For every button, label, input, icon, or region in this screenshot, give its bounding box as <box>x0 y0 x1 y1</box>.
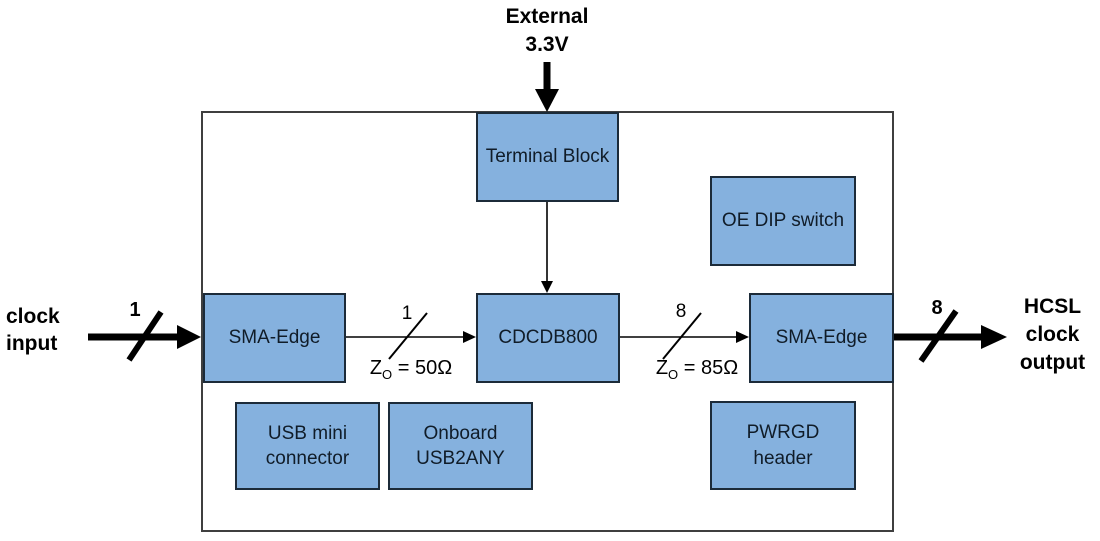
external-supply-arrow <box>535 62 559 112</box>
external-supply-label: External 3.3V <box>505 5 589 56</box>
sma-edge-input-block: SMA-Edge <box>203 293 346 383</box>
input-bus-width-label: 1 <box>129 299 141 321</box>
cdcdb800-to-sma-bus-width-label: 8 <box>675 301 687 322</box>
sma-to-cdcdb800-bus-width-label: 1 <box>401 303 413 324</box>
impedance-subscript: O <box>668 367 679 382</box>
clock-input-label: clock input <box>6 305 60 355</box>
oe-dip-switch-block: OE DIP switch <box>710 176 856 266</box>
usb-mini-connector-block: USB mini connector <box>235 402 380 490</box>
impedance-value: = 85Ω <box>678 357 739 379</box>
impedance-subscript: O <box>382 367 393 382</box>
output-net-impedance-label: ZO = 85Ω <box>632 357 762 382</box>
hcsl-clock-output-label: HCSL clock output <box>1019 295 1086 374</box>
pwrgd-header-block: PWRGD header <box>710 401 856 490</box>
onboard-usb2any-block: Onboard USB2ANY <box>388 402 533 490</box>
cdcdb800-block: CDCDB800 <box>476 293 620 383</box>
terminal-block: Terminal Block <box>476 112 619 202</box>
sma-edge-output-block: SMA-Edge <box>749 293 894 383</box>
impedance-symbol: Z <box>655 357 669 379</box>
impedance-value: = 50Ω <box>392 357 453 379</box>
output-bus-width-label: 8 <box>931 297 943 319</box>
hcsl-output-arrow <box>893 309 1007 363</box>
input-net-impedance-label: ZO = 50Ω <box>346 357 476 382</box>
impedance-symbol: Z <box>369 357 383 379</box>
